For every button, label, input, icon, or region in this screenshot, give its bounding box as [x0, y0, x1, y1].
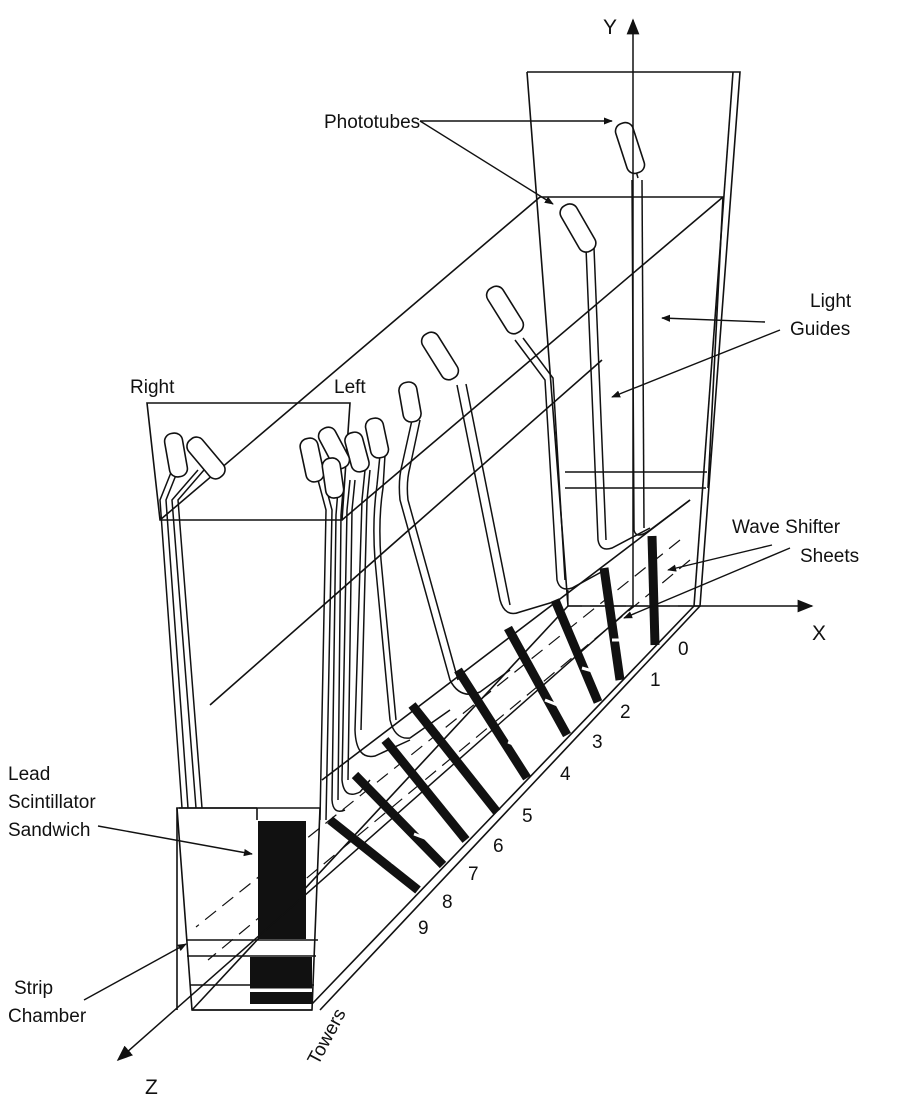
tower-number-5: 5: [522, 806, 533, 827]
wave-shifter-bars: [327, 535, 660, 894]
bar-gaps: [391, 638, 626, 870]
label-wave-shifter-line1: Wave Shifter: [732, 517, 841, 538]
axis-label-y: Y: [603, 16, 617, 39]
lead-scintillator-sandwich: [250, 821, 312, 1004]
axis-label-z: Z: [145, 1076, 158, 1099]
label-lead-line1: Lead: [8, 764, 50, 785]
label-left: Left: [334, 377, 366, 398]
tower-number-1: 1: [650, 670, 661, 691]
tower-number-0: 0: [678, 639, 689, 660]
tower-number-8: 8: [442, 892, 453, 913]
label-lead-line3: Sandwich: [8, 820, 90, 841]
text-labels: Phototubes Light Guides Right Left Wave …: [8, 16, 859, 1099]
leader-arrows: [83, 117, 791, 1001]
label-strip-line2: Chamber: [8, 1006, 87, 1027]
light-guides: [159, 129, 691, 821]
tower-number-3: 3: [592, 732, 603, 753]
tower-number-7: 7: [468, 864, 479, 885]
tower-number-6: 6: [493, 836, 504, 857]
tower-number-4: 4: [560, 764, 571, 785]
label-lead-line2: Scintillator: [8, 792, 96, 813]
label-wave-shifter-line2: Sheets: [800, 546, 859, 567]
label-phototubes: Phototubes: [324, 112, 420, 133]
wedge-frame: [146, 71, 741, 1011]
axes: [116, 18, 814, 1062]
label-strip-line1: Strip: [14, 978, 53, 999]
z-axis: [116, 605, 634, 1062]
tower-number-9: 9: [418, 918, 429, 939]
tower-number-2: 2: [620, 702, 631, 723]
label-light-guides-line1: Light: [810, 291, 852, 312]
axis-label-x: X: [812, 622, 826, 645]
label-right: Right: [130, 377, 175, 398]
phototubes: [163, 121, 646, 499]
label-light-guides-line2: Guides: [790, 319, 850, 340]
label-towers: Towers: [304, 1005, 351, 1068]
